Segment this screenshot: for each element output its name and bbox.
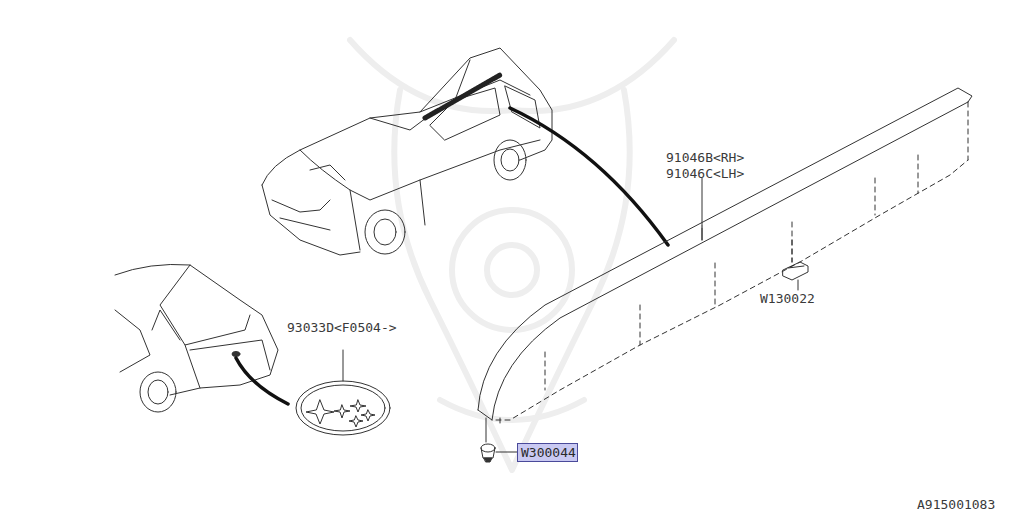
part-number: 91046B<RH> [666,150,744,165]
diagram-id: A915001083 [917,497,995,512]
part-number: 93033D<F0504-> [287,320,397,335]
part-number: 91046C<LH> [666,166,744,181]
part-number: W130022 [760,291,815,306]
part-number: W300044 [521,445,574,460]
highlighted-part-number: W300044 [517,443,578,462]
